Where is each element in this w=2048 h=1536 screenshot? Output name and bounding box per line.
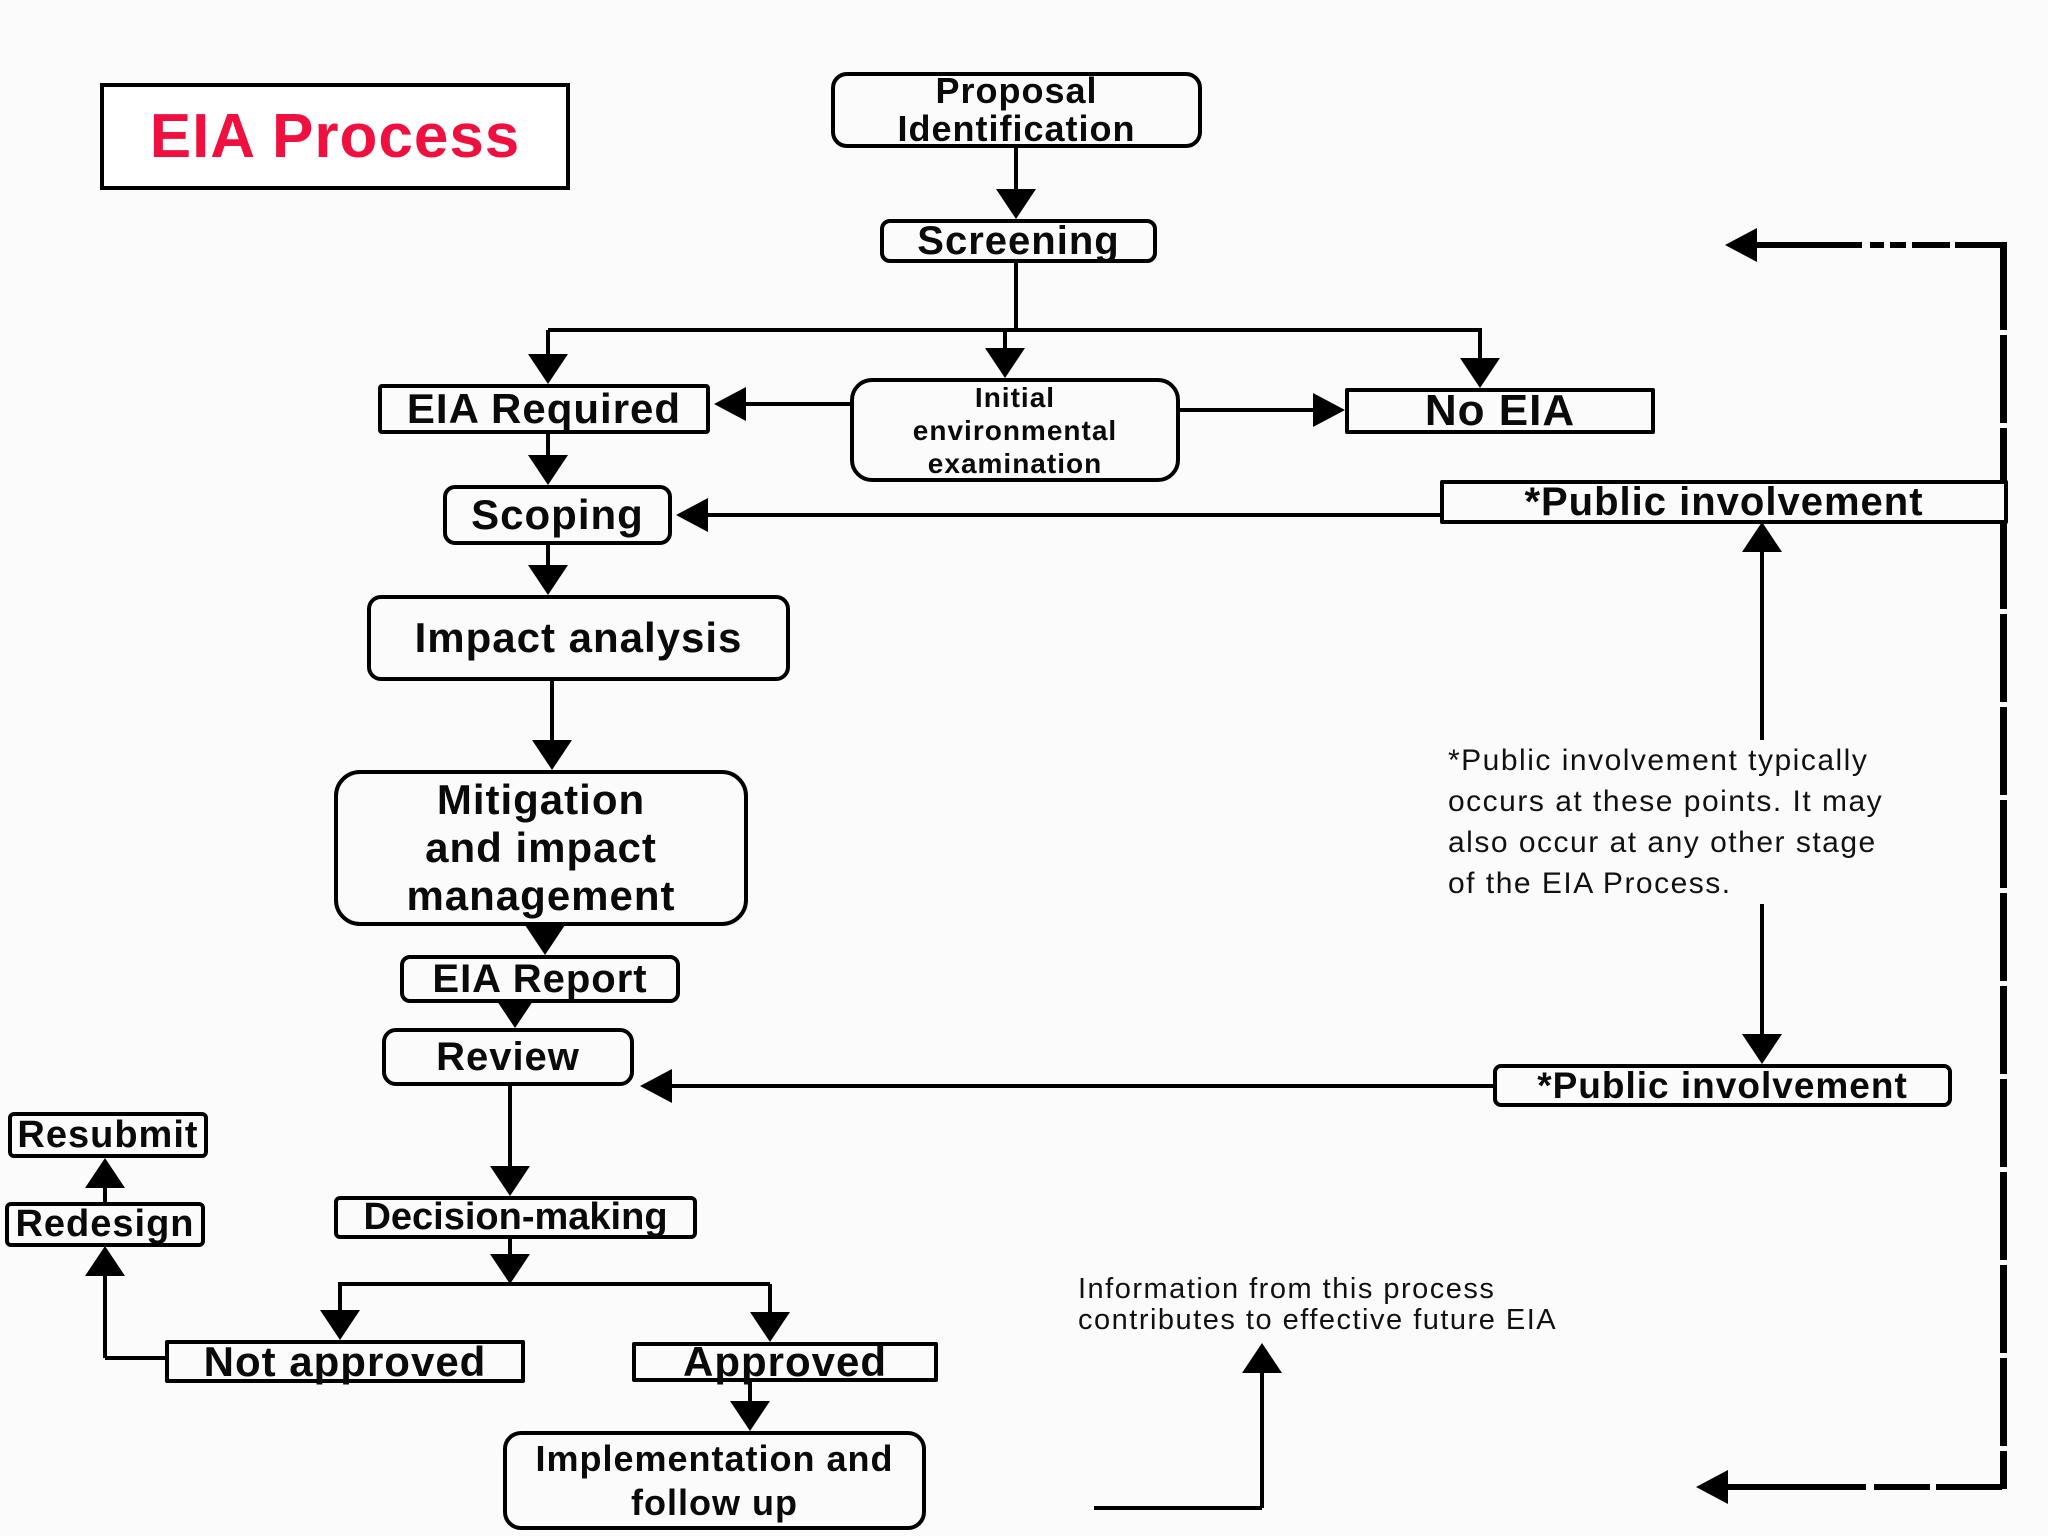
line-branch-approved (768, 1284, 772, 1313)
arrow-right-into-no-eia (1313, 393, 1345, 427)
line-screening-branch (1014, 263, 1018, 330)
line-not-approved-out (105, 1356, 165, 1360)
line-branch-horizontal (548, 328, 1482, 332)
line-iee-no-eia (1178, 408, 1313, 412)
node-eia-report: EIA Report (400, 955, 680, 1003)
line-scoping-impact (546, 545, 550, 566)
node-mitigation-management: Mitigation and impact management (334, 770, 748, 926)
loop-top-dash-gap (1906, 240, 1912, 250)
line-eia-required-scoping (546, 434, 550, 457)
arrow-into-review (495, 998, 535, 1028)
arrow-into-scoping (528, 455, 568, 485)
node-decision-making: Decision-making (334, 1196, 697, 1239)
node-implementation-follow-up: Implementation and follow up (503, 1431, 926, 1530)
line-branch-eia-required (546, 330, 550, 356)
node-public-involvement-top: *Public involvement (1440, 480, 2008, 524)
line-public-involvement-review (672, 1084, 1493, 1088)
arrow-decision-branch (490, 1254, 530, 1284)
node-scoping: Scoping (443, 485, 672, 545)
line-iee-eia-required (746, 402, 850, 406)
line-up-to-redesign (103, 1276, 107, 1358)
node-screening: Screening (880, 219, 1157, 263)
arrow-into-approved (750, 1312, 790, 1342)
line-approval-branch (338, 1282, 770, 1286)
diagram-title: EIA Process (100, 83, 570, 190)
node-eia-required: EIA Required (378, 384, 710, 434)
arrow-left-into-scoping (676, 498, 708, 532)
arrow-down-into-public-involvement-bottom (1742, 1034, 1782, 1064)
node-impact-analysis: Impact analysis (367, 595, 790, 681)
loop-bottom-dash-gap (1866, 1482, 1874, 1492)
arrow-into-redesign (85, 1246, 125, 1276)
loop-top-dash-gap (1884, 240, 1890, 250)
node-public-involvement-bottom: *Public involvement (1493, 1064, 1952, 1107)
line-public-involvement-scoping (708, 513, 1442, 517)
arrow-into-no-eia (1460, 358, 1500, 388)
loop-bottom-dash-gap (1930, 1482, 1936, 1492)
arrow-into-screening (996, 189, 1036, 219)
line-branch-iee (1003, 330, 1007, 350)
arrow-left-into-eia-required (714, 387, 746, 421)
loop-top-dash-gap (1950, 240, 1955, 250)
arrow-loop-bottom-left (1696, 1470, 1728, 1504)
node-redesign: Redesign (5, 1202, 205, 1247)
arrow-into-iee (985, 348, 1025, 378)
line-decision-branch (508, 1239, 512, 1255)
arrow-into-not-approved (320, 1310, 360, 1340)
line-proposal-screening (1014, 146, 1018, 191)
node-review: Review (382, 1028, 634, 1086)
arrow-into-eia-required (528, 354, 568, 384)
line-approved-implementation (748, 1382, 752, 1402)
node-resubmit: Resubmit (8, 1112, 208, 1158)
node-not-approved: Not approved (165, 1338, 525, 1385)
line-loop-top (1757, 242, 2003, 248)
node-approved: Approved (632, 1338, 938, 1385)
public-involvement-note: *Public involvement typically occurs at … (1448, 740, 1993, 904)
line-branch-not-approved (338, 1284, 342, 1311)
line-loop-bottom (1728, 1484, 2002, 1490)
node-initial-environmental-examination: Initial environmental examination (850, 378, 1180, 482)
arrow-into-info-note (1242, 1343, 1282, 1373)
line-impact-mitigation (550, 681, 554, 741)
line-branch-no-eia (1478, 330, 1482, 360)
arrow-into-impact-analysis (528, 565, 568, 595)
arrow-into-implementation (730, 1401, 770, 1431)
arrow-up-into-public-involvement-top (1742, 522, 1782, 552)
node-no-eia: No EIA (1345, 386, 1655, 435)
node-proposal-identification: Proposal Identification (831, 72, 1202, 148)
arrow-into-mitigation (532, 740, 572, 770)
loop-top-dash-gap (1862, 240, 1870, 250)
line-redesign-resubmit (103, 1188, 107, 1202)
arrow-left-into-review (640, 1069, 672, 1103)
line-up-to-info-note (1260, 1373, 1264, 1508)
line-implementation-info (1094, 1506, 1262, 1510)
arrow-into-decision-making (490, 1166, 530, 1196)
line-review-decision (508, 1086, 512, 1166)
arrow-into-eia-report (525, 925, 565, 955)
arrow-loop-top-left (1725, 228, 1757, 262)
future-eia-note: Information from this process contribute… (1078, 1273, 1558, 1336)
line-loop-right-edge (2000, 242, 2007, 1489)
arrow-into-resubmit (85, 1158, 125, 1188)
